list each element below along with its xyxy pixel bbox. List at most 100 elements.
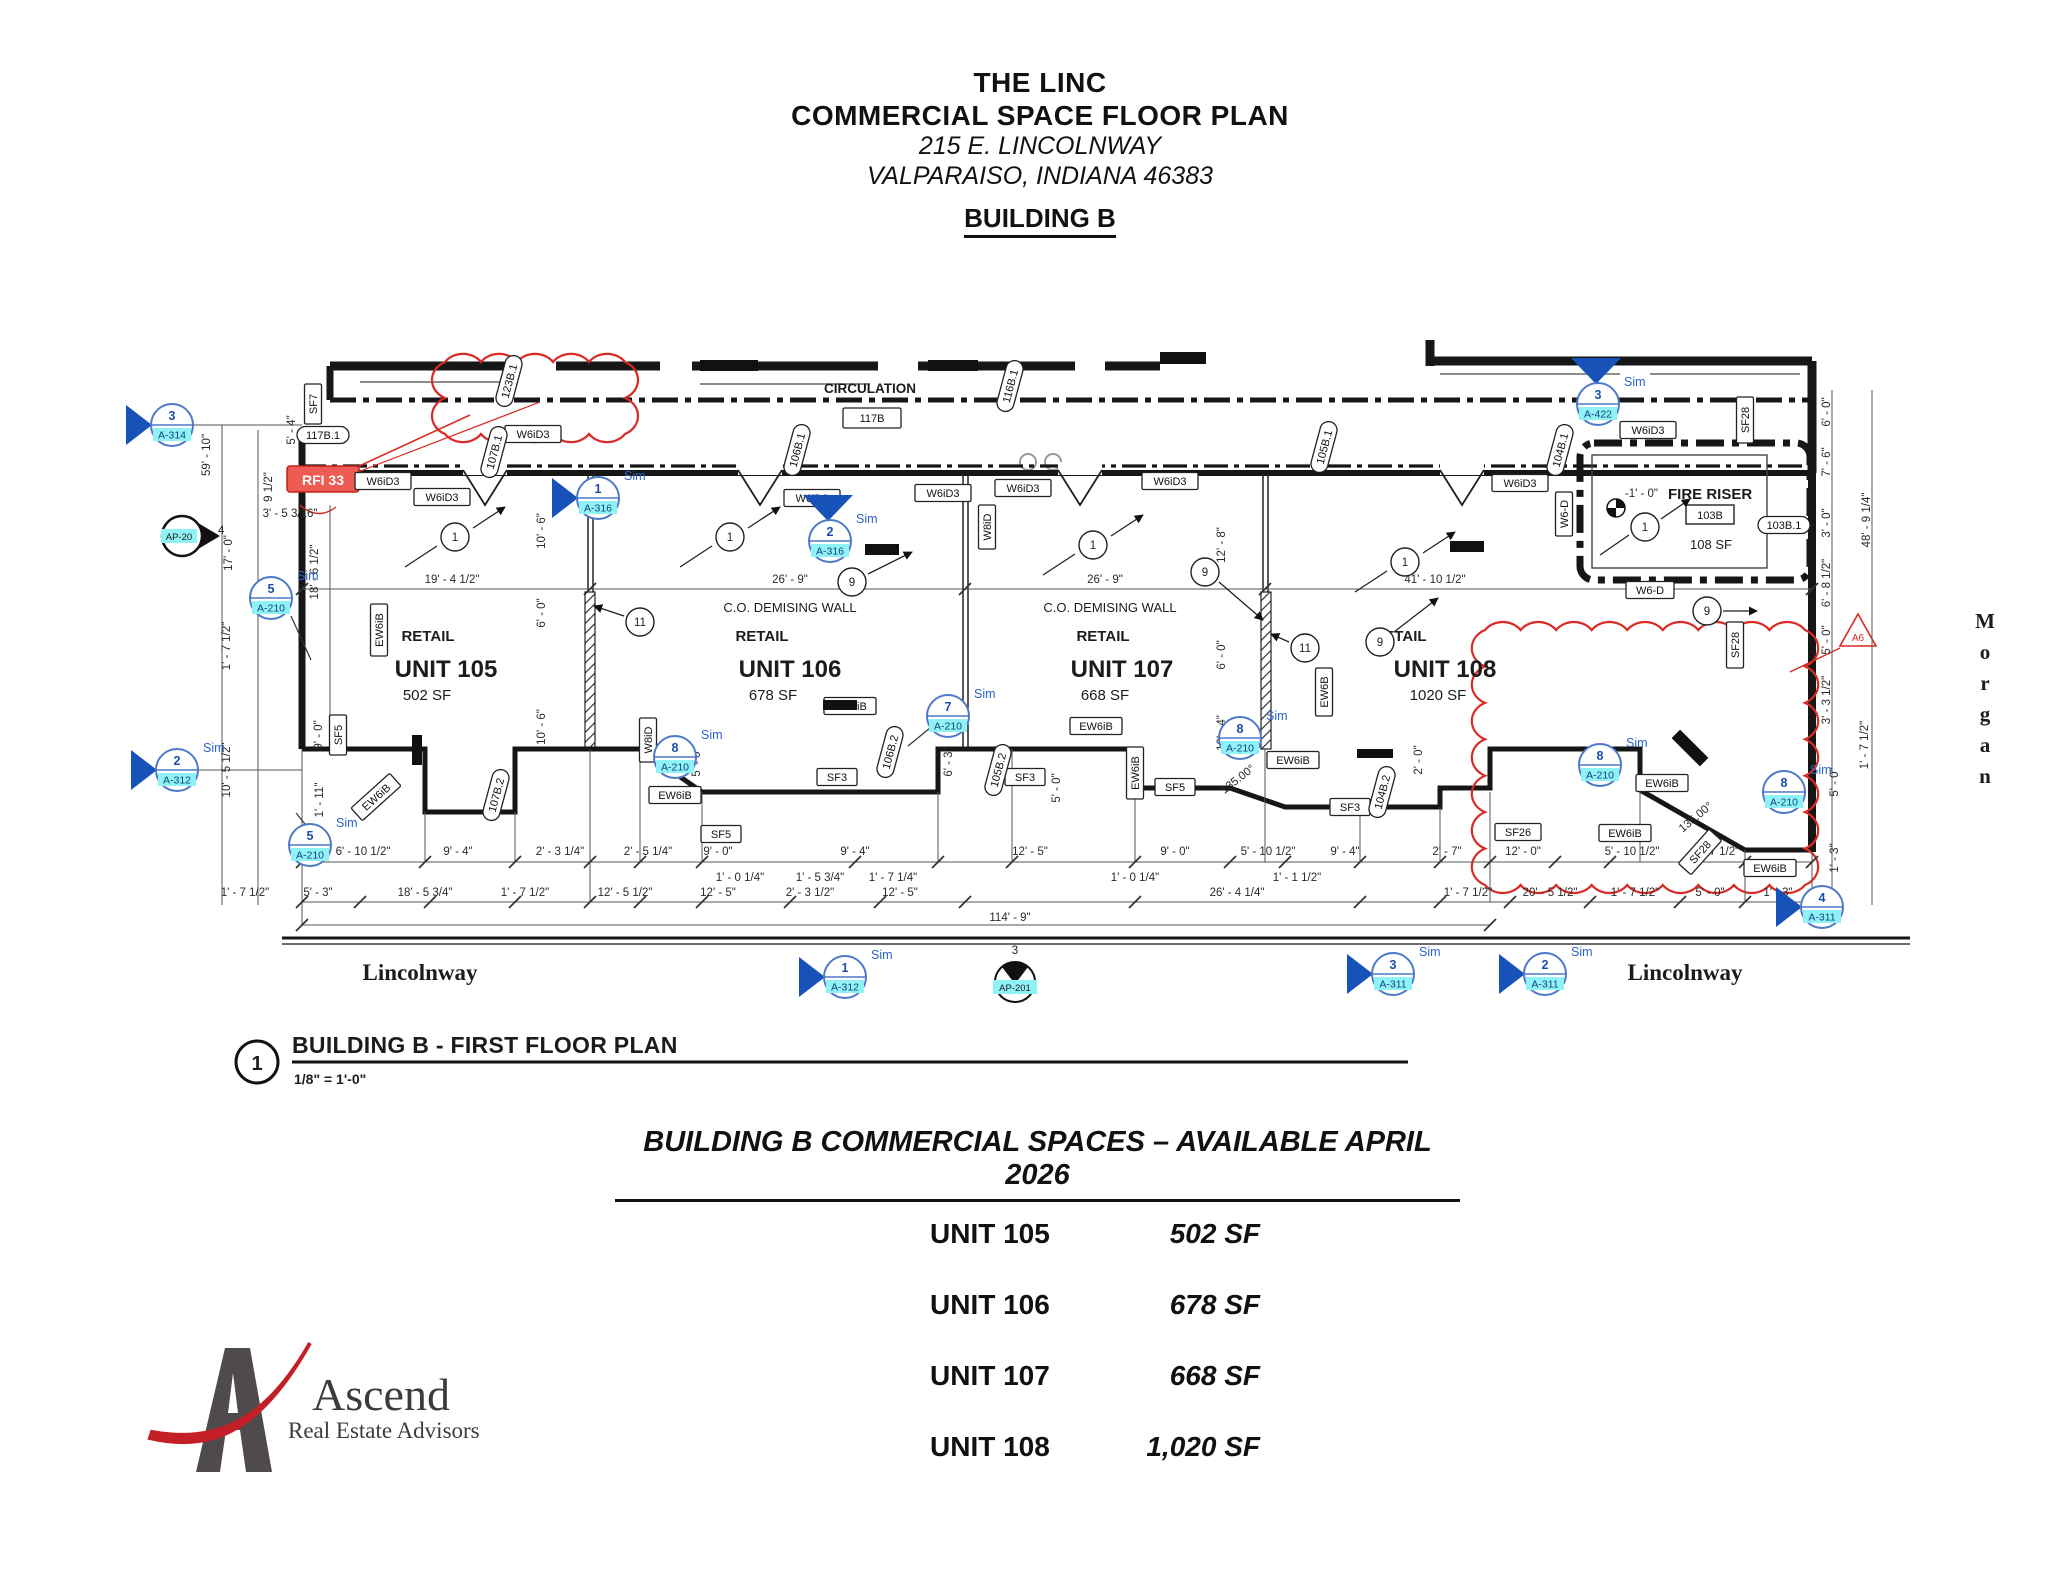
keynote-number: 1 [452, 532, 458, 544]
tag-text: EW6iB [1645, 778, 1679, 790]
callout-sheet: A-210 [934, 721, 962, 733]
dimension-text: 5' - 10 1/2" [1241, 846, 1296, 858]
dimension-text: 12' - 8" [1216, 527, 1228, 563]
callout-sheet: A-312 [163, 775, 191, 787]
dimension-text: 9' - 0" [1160, 846, 1189, 858]
tag-text: W6iD3 [425, 492, 458, 504]
tag-text: SF5 [711, 829, 731, 841]
wall-tag: EW6iB [1635, 773, 1689, 793]
keynote-11: 11 [1270, 633, 1320, 663]
wall-tag: W8iD [638, 717, 658, 763]
keynote-number: 1 [1090, 540, 1096, 552]
unit-105-labels: RETAIL UNIT 105 502 SF 19' - 4 1/2" [395, 574, 498, 704]
svg-text:C.O. DEMISING WALL: C.O. DEMISING WALL [723, 600, 856, 615]
dimension-text: 59' - 10" [201, 434, 213, 476]
title-line-1: THE LINC [973, 67, 1107, 98]
dimension-text: 5' - 4" [286, 415, 298, 444]
tag-text: SF3 [827, 772, 847, 784]
fire-riser-area: 108 SF [1690, 537, 1732, 552]
callout-number: 7 [945, 700, 952, 714]
svg-text:UNIT 105: UNIT 105 [395, 656, 498, 683]
wall-tag: EW6iB [1069, 716, 1123, 736]
svg-text:26' - 9": 26' - 9" [772, 574, 808, 586]
callout-sheet: A-210 [1586, 770, 1614, 782]
room-tag: 105B.1 [1310, 420, 1338, 474]
sim-label: Sim [856, 512, 878, 526]
callout-number: 8 [672, 741, 679, 755]
wall-tag: SF5 [700, 824, 742, 844]
street-label-lincolnway-left: Lincolnway [362, 960, 478, 985]
fire-riser-room-number: 103B [1697, 510, 1723, 522]
tag-text: W6-D [1636, 585, 1664, 597]
tag-text: W8iD [643, 727, 655, 754]
wall-tag: EW6iB [350, 773, 402, 821]
svg-text:RETAIL: RETAIL [1076, 628, 1129, 645]
keynote-number: 1 [1642, 522, 1648, 534]
dimension-text: 2' - 7" [1432, 846, 1461, 858]
circulation-label: CIRCULATION [824, 381, 916, 396]
tag-text: SF28 [1730, 632, 1742, 658]
company-logo: Ascend Real Estate Advisors [147, 1342, 480, 1472]
tag-text: SF26 [1505, 827, 1531, 839]
dim-col-left: 5' - 4"59' - 10"9 1/2"3' - 5 3/16"17' - … [201, 415, 326, 817]
corridor-structure [326, 340, 1817, 473]
fire-riser-room: -1' - 0" FIRE RISER 103B 108 SF [1576, 439, 1814, 584]
keynote-number: 9 [1704, 606, 1710, 618]
room-tag: 107B.2 [482, 768, 510, 822]
dimension-text: 3' - 5 3/16" [263, 508, 318, 520]
svg-text:r: r [1980, 671, 1989, 695]
svg-text:678 SF: 678 SF [749, 687, 797, 704]
tag-text: EW6iB [1753, 863, 1787, 875]
callout-sheet: A-210 [661, 762, 689, 774]
dim-ticks [295, 918, 1497, 932]
dimension-text: 10' - 6" [536, 513, 548, 549]
callout-number: 2 [174, 754, 181, 768]
wall-tag: SF28 [1725, 621, 1745, 669]
svg-text:RETAIL: RETAIL [735, 628, 788, 645]
dimension-text: 48' - 9 1/4" [1861, 493, 1873, 548]
callout-number: 1 [595, 482, 602, 496]
dimension-text: 6' - 3" [943, 747, 955, 776]
dim-col-unit107: 12' - 8"6' - 0"10' - 4" [1216, 527, 1228, 751]
keynote-number: 9 [1377, 637, 1383, 649]
keynote-11: 11 [593, 604, 655, 637]
north-wall [298, 432, 1812, 749]
tag-text: EW6iB [1079, 721, 1113, 733]
svg-text:668 SF: 668 SF [1081, 687, 1129, 704]
tag-text: EW6iB [1608, 828, 1642, 840]
keynote-1: 1 [679, 507, 780, 568]
drawing-title-block: 1 BUILDING B - FIRST FLOOR PLAN 1/8" = 1… [234, 1032, 1408, 1087]
wall-tag: W6iD3 [1141, 471, 1199, 491]
dimension-text: 18' - 5 3/4" [398, 887, 453, 899]
sim-label: Sim [1266, 709, 1288, 723]
sim-label: Sim [1624, 375, 1646, 389]
wall-tag: EW6iB [1266, 750, 1320, 770]
callout-sheet: A-314 [158, 430, 186, 442]
tag-text: SF3 [1340, 802, 1360, 814]
dimension-text: 1' - 3" [1829, 843, 1841, 872]
dimension-text: 7' - 6" [1821, 447, 1833, 476]
fire-riser-offset: -1' - 0" [1625, 488, 1658, 500]
logo-brand: Ascend [312, 1369, 450, 1420]
callout-4-A311: 4A-311 [1776, 885, 1844, 929]
callout-sheet: A-210 [1226, 743, 1254, 755]
svg-text:4: 4 [218, 525, 225, 537]
callout-sheet: A-210 [257, 603, 285, 615]
keynote-9: 9 [1365, 597, 1439, 657]
keynote-1: 1 [1599, 499, 1690, 556]
dimension-text: 5' - 0" [1695, 887, 1724, 899]
dimension-text: 2' - 5 1/4" [624, 846, 672, 858]
unit-107-labels: C.O. DEMISING WALL RETAIL UNIT 107 668 S… [1043, 574, 1176, 704]
wall-tag: EW6iB [1598, 823, 1652, 843]
tag-text: EW6iB [658, 790, 692, 802]
room-tag: 107B.1 [480, 425, 508, 479]
callout-number: 8 [1597, 749, 1604, 763]
address-line-2: VALPARAISO, INDIANA 46383 [867, 161, 1213, 190]
north-arrow-icon [1606, 498, 1626, 518]
callout-number: 5 [268, 582, 275, 596]
keynote-9: 9 [1692, 596, 1758, 626]
room-tag: 104B.2 [1368, 765, 1396, 819]
